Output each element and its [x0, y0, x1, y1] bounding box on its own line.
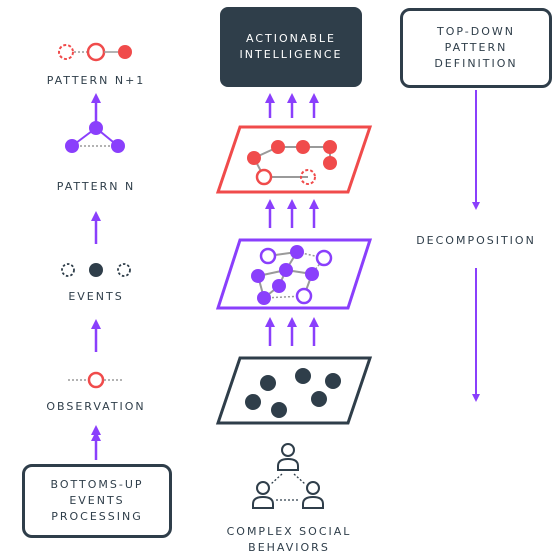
- decomposition-label: DECOMPOSITION: [416, 234, 536, 247]
- top-down-box: TOP-DOWN PATTERN DEFINITION: [400, 8, 552, 88]
- actionable-intelligence-label: ACTIONABLE INTELLIGENCE: [239, 32, 343, 61]
- observation-glyph: [68, 371, 124, 389]
- pattern-n-glyph: [65, 121, 125, 153]
- person-icon: [252, 481, 274, 509]
- pattern-n-plus-1-glyph: [58, 42, 132, 62]
- bottoms-up-label: BOTTOMS-UP EVENTS PROCESSING: [50, 478, 144, 523]
- events-label: EVENTS: [68, 290, 124, 303]
- person-icon: [277, 443, 299, 471]
- observation-label: OBSERVATION: [46, 400, 146, 413]
- person-icon: [302, 481, 324, 509]
- pattern-n-plus-1-label: PATTERN N+1: [46, 74, 146, 87]
- center-up-arrows: [265, 93, 319, 346]
- actionable-intelligence-box: ACTIONABLE INTELLIGENCE: [220, 7, 362, 87]
- patterns-plane: [215, 125, 373, 194]
- top-down-label: TOP-DOWN PATTERN DEFINITION: [434, 25, 518, 70]
- events-glyph: [61, 263, 131, 277]
- events-plane: [215, 238, 373, 310]
- people-group-icon: [252, 443, 324, 509]
- pattern-n-label: PATTERN N: [56, 180, 136, 193]
- bottoms-up-box: BOTTOMS-UP EVENTS PROCESSING: [22, 464, 172, 538]
- complex-social-behaviors-label: COMPLEX SOCIAL BEHAVIORS: [226, 525, 352, 554]
- observations-plane: [215, 356, 373, 425]
